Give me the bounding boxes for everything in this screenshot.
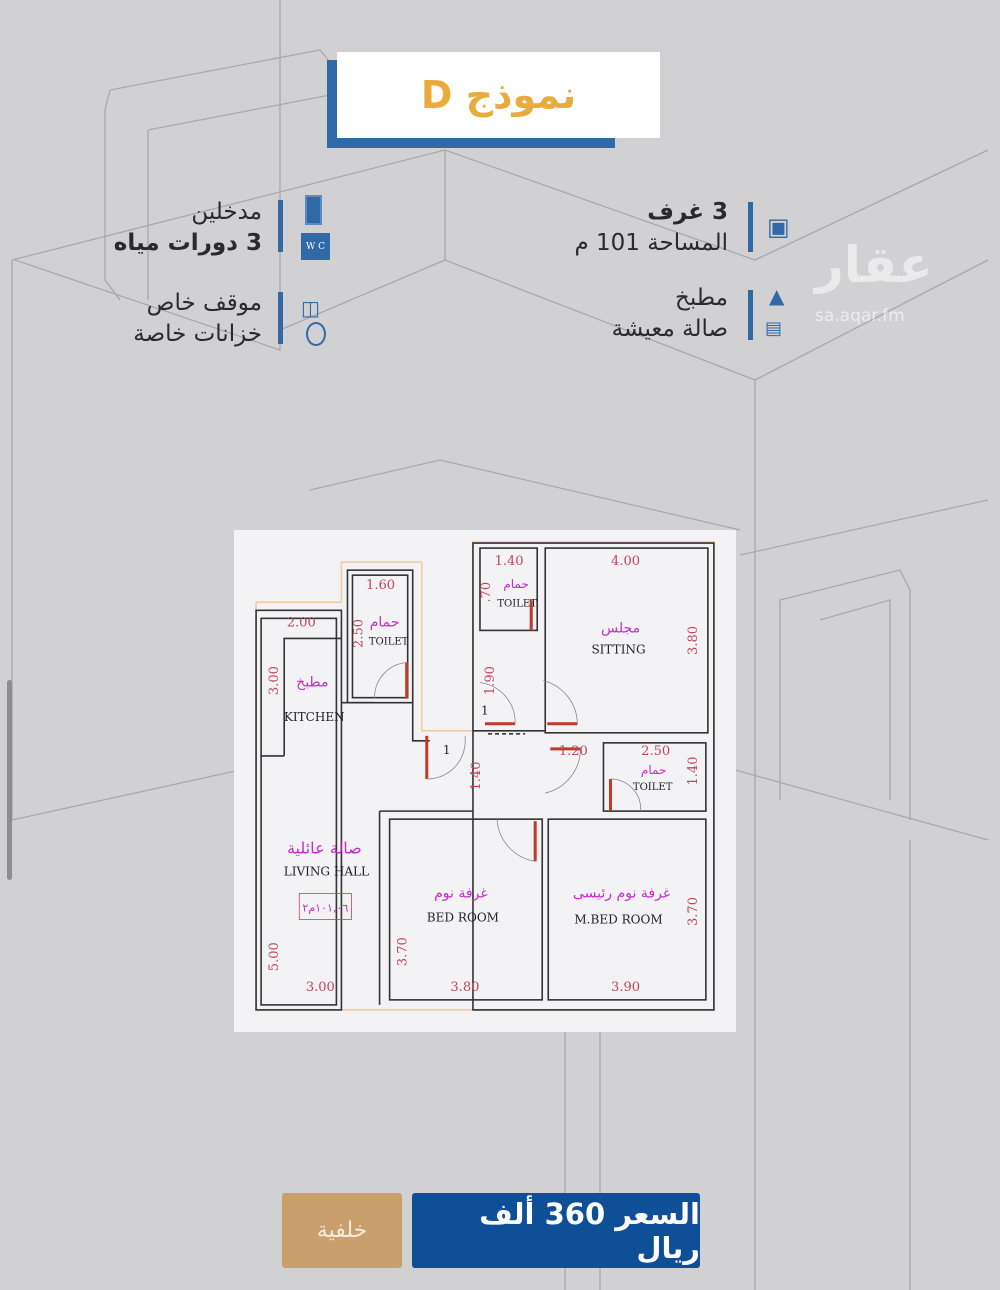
room-label-en: BED ROOM — [427, 911, 499, 925]
room-label-en: TOILET — [633, 782, 673, 793]
dimension: 2.50 — [352, 619, 367, 648]
feature-kitchen: مطبخ — [675, 285, 728, 311]
watermark-logo: عقار — [815, 236, 933, 294]
room-label-ar: مطبخ — [296, 675, 328, 691]
room-label-ar: غرفة نوم — [434, 885, 488, 901]
room-label-ar: حمام — [641, 763, 667, 777]
dimension: 3.70 — [686, 897, 701, 926]
divider — [278, 200, 283, 252]
feature-area: المساحة 101 م — [574, 230, 728, 256]
water-tank-icon — [306, 322, 326, 346]
dimension: 1.90 — [483, 666, 498, 695]
dimension: 3.70 — [396, 937, 411, 966]
dimension: 1.20 — [559, 744, 588, 759]
area-label: ١٠١,٠٦م٢ — [302, 902, 348, 915]
room-label-en: SITTING — [591, 642, 645, 656]
room-label-ar: حمام — [370, 614, 400, 630]
floor-plan: 2.00 1.60 1.40 4.00 3.00 2.50 3.80 .70 1… — [234, 530, 736, 1032]
sofa-icon: ▤ — [765, 318, 783, 339]
room-label-en: M.BED ROOM — [574, 913, 662, 927]
room-label-en: TOILET — [497, 598, 537, 609]
room-label-ar: صالة عائلية — [287, 838, 362, 857]
kitchen-icon: ▲ — [769, 284, 785, 308]
room-label-ar: حمام — [503, 577, 529, 591]
room-label-en: KITCHEN — [284, 710, 345, 724]
dimension: .70 — [479, 582, 494, 603]
scrollbar[interactable] — [7, 680, 12, 880]
dimension: 2.50 — [641, 744, 670, 759]
door-label: 1 — [443, 743, 451, 757]
dimension: 1.40 — [686, 756, 701, 785]
dimension: 2.00 — [287, 615, 316, 630]
feature-tanks: خزانات خاصة — [133, 321, 262, 347]
price-button[interactable]: السعر 360 ألف ريال — [412, 1193, 700, 1268]
feature-rooms: 3 غرف — [647, 199, 728, 225]
title-box: نموذج D — [337, 52, 660, 138]
feature-entrances-baths: مدخلين 3 دورات مياه — [114, 197, 262, 259]
dimension: 3.00 — [306, 980, 335, 995]
door-label: 1 — [481, 704, 489, 718]
divider — [748, 290, 753, 340]
dimension: 1.40 — [469, 761, 484, 790]
dimension: 3.00 — [267, 666, 282, 695]
dimension: 1.60 — [366, 578, 395, 593]
background-button[interactable]: خلفية — [282, 1193, 402, 1268]
dimension: 3.80 — [450, 980, 479, 995]
room-label-ar: غرفة نوم رئيسى — [573, 885, 670, 901]
feature-kitchen-living: مطبخ صالة معيشة — [612, 283, 728, 345]
dimension: 1.40 — [495, 554, 524, 569]
model-title: نموذج D — [420, 73, 577, 117]
dimension: 4.00 — [611, 554, 640, 569]
feature-rooms-area: 3 غرف المساحة 101 م — [574, 197, 728, 259]
bed-icon: ▣ — [767, 213, 790, 241]
room-label-en: TOILET — [369, 636, 409, 647]
door-icon — [305, 195, 322, 225]
wc-icon: W C — [301, 233, 330, 260]
car-icon: ◫ — [301, 296, 320, 320]
dimension: 3.90 — [611, 980, 640, 995]
dimension: 3.80 — [686, 626, 701, 655]
feature-living: صالة معيشة — [611, 316, 728, 342]
feature-entrances: مدخلين — [191, 199, 262, 225]
room-label-en: LIVING HALL — [284, 864, 369, 878]
divider — [748, 202, 753, 252]
feature-parking-tanks: موقف خاص خزانات خاصة — [133, 288, 262, 350]
dimension: 5.00 — [267, 942, 282, 971]
watermark-site: sa.aqar.fm — [815, 306, 905, 326]
divider — [278, 292, 283, 344]
feature-bathrooms: 3 دورات مياه — [113, 230, 262, 256]
room-label-ar: مجلس — [601, 620, 640, 636]
feature-parking: موقف خاص — [146, 290, 262, 316]
